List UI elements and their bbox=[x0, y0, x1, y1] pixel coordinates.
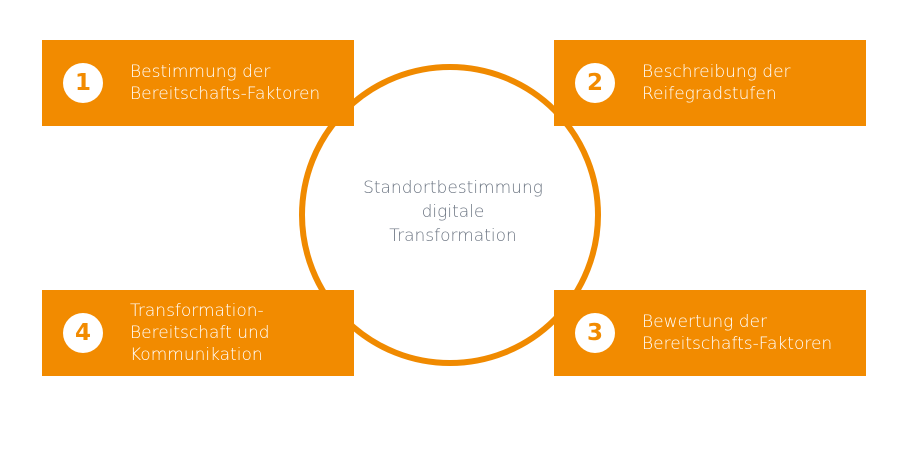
step-number-badge: 3 bbox=[575, 313, 615, 353]
step-label-line: Bereitschaft und bbox=[130, 323, 270, 343]
step-box-4: 4 Transformation- Bereitschaft und Kommu… bbox=[42, 290, 354, 376]
center-label-line-1: Standortbestimmung bbox=[363, 178, 543, 198]
step-number-badge: 2 bbox=[575, 63, 615, 103]
center-label-line-3: Transformation bbox=[389, 226, 517, 246]
step-box-3: 3 Bewertung der Bereitschafts-Faktoren bbox=[554, 290, 866, 376]
step-box-2: 2 Beschreibung der Reifegradstufen bbox=[554, 40, 866, 126]
step-label-line: Bereitschafts-Faktoren bbox=[642, 334, 833, 354]
step-number-badge: 1 bbox=[63, 63, 103, 103]
center-label-line-2: digitale bbox=[421, 202, 485, 222]
step-label-line: Bestimmung der bbox=[130, 62, 271, 82]
step-box-1: 1 Bestimmung der Bereitschafts-Faktoren bbox=[42, 40, 354, 126]
step-label-line: Kommunikation bbox=[130, 345, 263, 365]
step-label-line: Beschreibung der bbox=[642, 62, 791, 82]
step-label-line: Transformation- bbox=[130, 301, 264, 321]
step-label: Beschreibung der Reifegradstufen bbox=[642, 40, 856, 126]
step-label: Bestimmung der Bereitschafts-Faktoren bbox=[130, 40, 344, 126]
step-label-line: Bewertung der bbox=[642, 312, 768, 332]
step-label: Bewertung der Bereitschafts-Faktoren bbox=[642, 290, 856, 376]
center-label: Standortbestimmung digitale Transformati… bbox=[318, 176, 588, 248]
step-label-line: Reifegradstufen bbox=[642, 84, 777, 104]
step-label-line: Bereitschafts-Faktoren bbox=[130, 84, 321, 104]
step-number-badge: 4 bbox=[63, 313, 103, 353]
step-label: Transformation- Bereitschaft und Kommuni… bbox=[130, 290, 344, 376]
